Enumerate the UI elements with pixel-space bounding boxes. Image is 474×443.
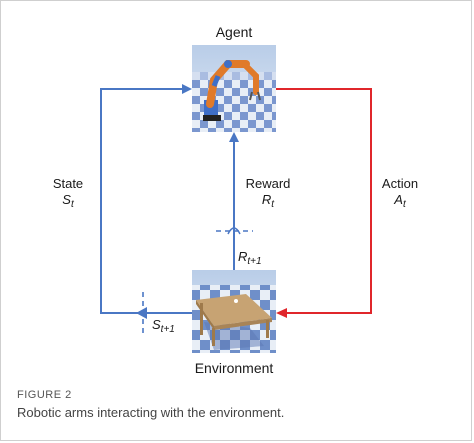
state-arrow: [100, 84, 192, 314]
state-next-label: St+1: [152, 317, 175, 335]
reward-label: Reward Rt: [238, 176, 298, 213]
state-word: State: [52, 176, 84, 191]
reward-next-label: Rt+1: [238, 249, 262, 267]
action-label: Action At: [372, 176, 428, 213]
state-label: State St: [40, 176, 96, 213]
reward-arrow: [229, 132, 239, 270]
action-word: Action: [381, 176, 419, 191]
figure-label: FIGURE 2: [17, 389, 72, 401]
state-delay-marker: [136, 292, 147, 334]
reward-delay-marker: [216, 227, 253, 235]
state-symbol: St: [62, 192, 74, 210]
reward-word: Reward: [245, 176, 291, 191]
action-arrow: [276, 88, 372, 318]
robotic-arm-icon: [192, 45, 276, 132]
action-symbol: At: [394, 192, 406, 210]
agent-title: Agent: [215, 24, 253, 40]
figure-caption: Robotic arms interacting with the enviro…: [17, 405, 285, 420]
table-icon: [192, 270, 276, 353]
reward-symbol: Rt: [261, 192, 275, 210]
environment-title: Environment: [194, 360, 274, 376]
